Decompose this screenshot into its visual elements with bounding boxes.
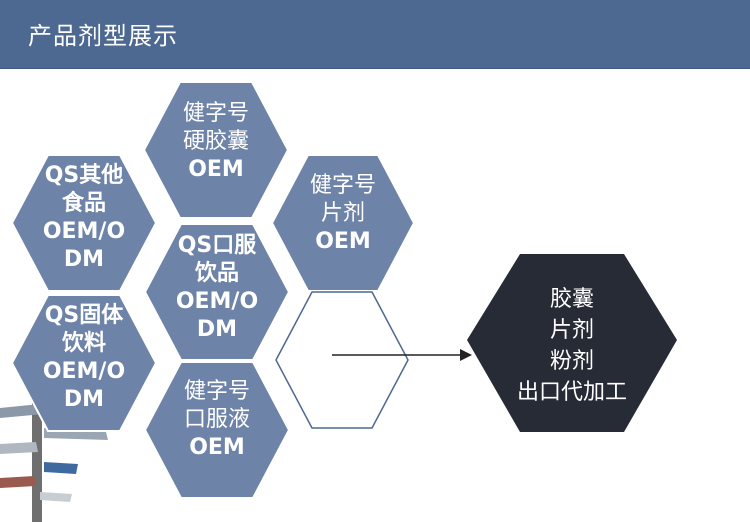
label-line: 健字号 (310, 173, 376, 198)
label-line: 片剂 (321, 201, 365, 226)
label-line: 硬胶囊 (183, 129, 249, 154)
label-line: OEM/O (43, 359, 125, 384)
label-line: OEM/O (43, 219, 125, 244)
label-line: OEM/O (176, 289, 258, 314)
label-line: OEM (189, 435, 245, 460)
hexagon-oral-drink: QS口服饮品 OEM/O DM (145, 224, 289, 360)
label-line: 片剂 (550, 318, 594, 343)
label-line: OEM (315, 229, 371, 254)
label-line: 健字号 (184, 379, 250, 404)
label-line: 食品 (62, 190, 106, 216)
hard-capsule-label: 健字号硬胶囊 OEM (183, 101, 249, 182)
hexagon-oral-liquid: 健字号口服液 OEM (145, 362, 289, 498)
label-line: 饮料 (61, 331, 106, 356)
label-line: 健字号 (183, 101, 249, 126)
label-line: 胶囊 (550, 287, 594, 312)
hexagon-export: 胶囊片剂粉剂出口代加工 (467, 254, 677, 432)
label-line: DM (64, 387, 104, 412)
oral-liquid-label: 健字号口服液 OEM (184, 379, 250, 460)
label-line: 饮品 (194, 261, 239, 286)
label-line: DM (64, 247, 104, 272)
label-line: QS其他 (45, 163, 124, 188)
empty-hexagon-outline (276, 292, 408, 428)
hexagon-tablet: 健字号片剂 OEM (272, 155, 414, 291)
hexagon-hard-capsule: 健字号硬胶囊 OEM (144, 82, 288, 218)
label-line: 粉剂 (550, 349, 594, 374)
label-line: DM (197, 317, 237, 342)
label-line: 口服液 (184, 407, 250, 432)
label-line: QS固体 (45, 303, 125, 328)
label-line: QS口服 (178, 233, 258, 258)
hexagon-other-food: QS其他食品 OEM/O DM (12, 155, 156, 291)
label-line: OEM (188, 157, 244, 182)
label-line: 出口代加工 (517, 380, 627, 405)
